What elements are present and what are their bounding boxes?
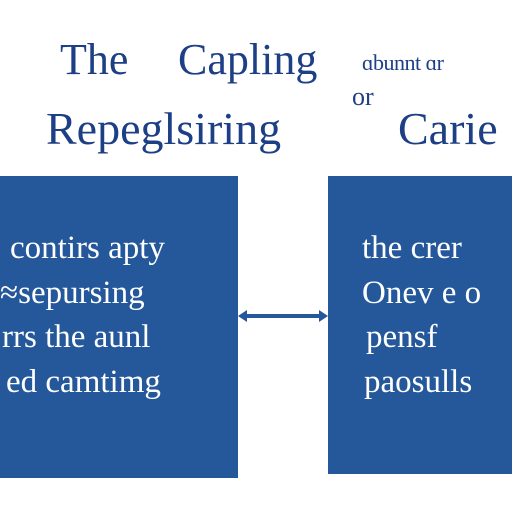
right-box-line-3: pensf xyxy=(366,319,438,355)
title-word-carie: Carie xyxy=(398,103,498,154)
title-side-note: ɑbunnt ɑr xyxy=(362,50,444,75)
title-word-repeglsiring: Repeglsiring xyxy=(46,103,282,154)
left-box-line-2: ≈sepursing xyxy=(0,275,145,311)
double-arrow-connector xyxy=(238,310,328,322)
title-side-or: or xyxy=(352,82,374,111)
title-word-the: The xyxy=(60,35,129,84)
left-box: contirs apty ≈sepursing rrs the aunl ed … xyxy=(0,176,238,478)
title-word-capling: Capling xyxy=(178,35,318,84)
left-box-line-1: contirs apty xyxy=(10,230,165,266)
left-box-line-4: ed camtimg xyxy=(6,364,161,400)
left-box-line-3: rrs the aunl xyxy=(2,319,151,355)
right-box-line-2: Onev e o xyxy=(362,275,482,311)
right-box-line-4: paosulls xyxy=(364,364,473,400)
right-box: the crer Onev e o pensf paosulls xyxy=(328,176,512,474)
right-box-line-1: the crer xyxy=(362,230,462,266)
